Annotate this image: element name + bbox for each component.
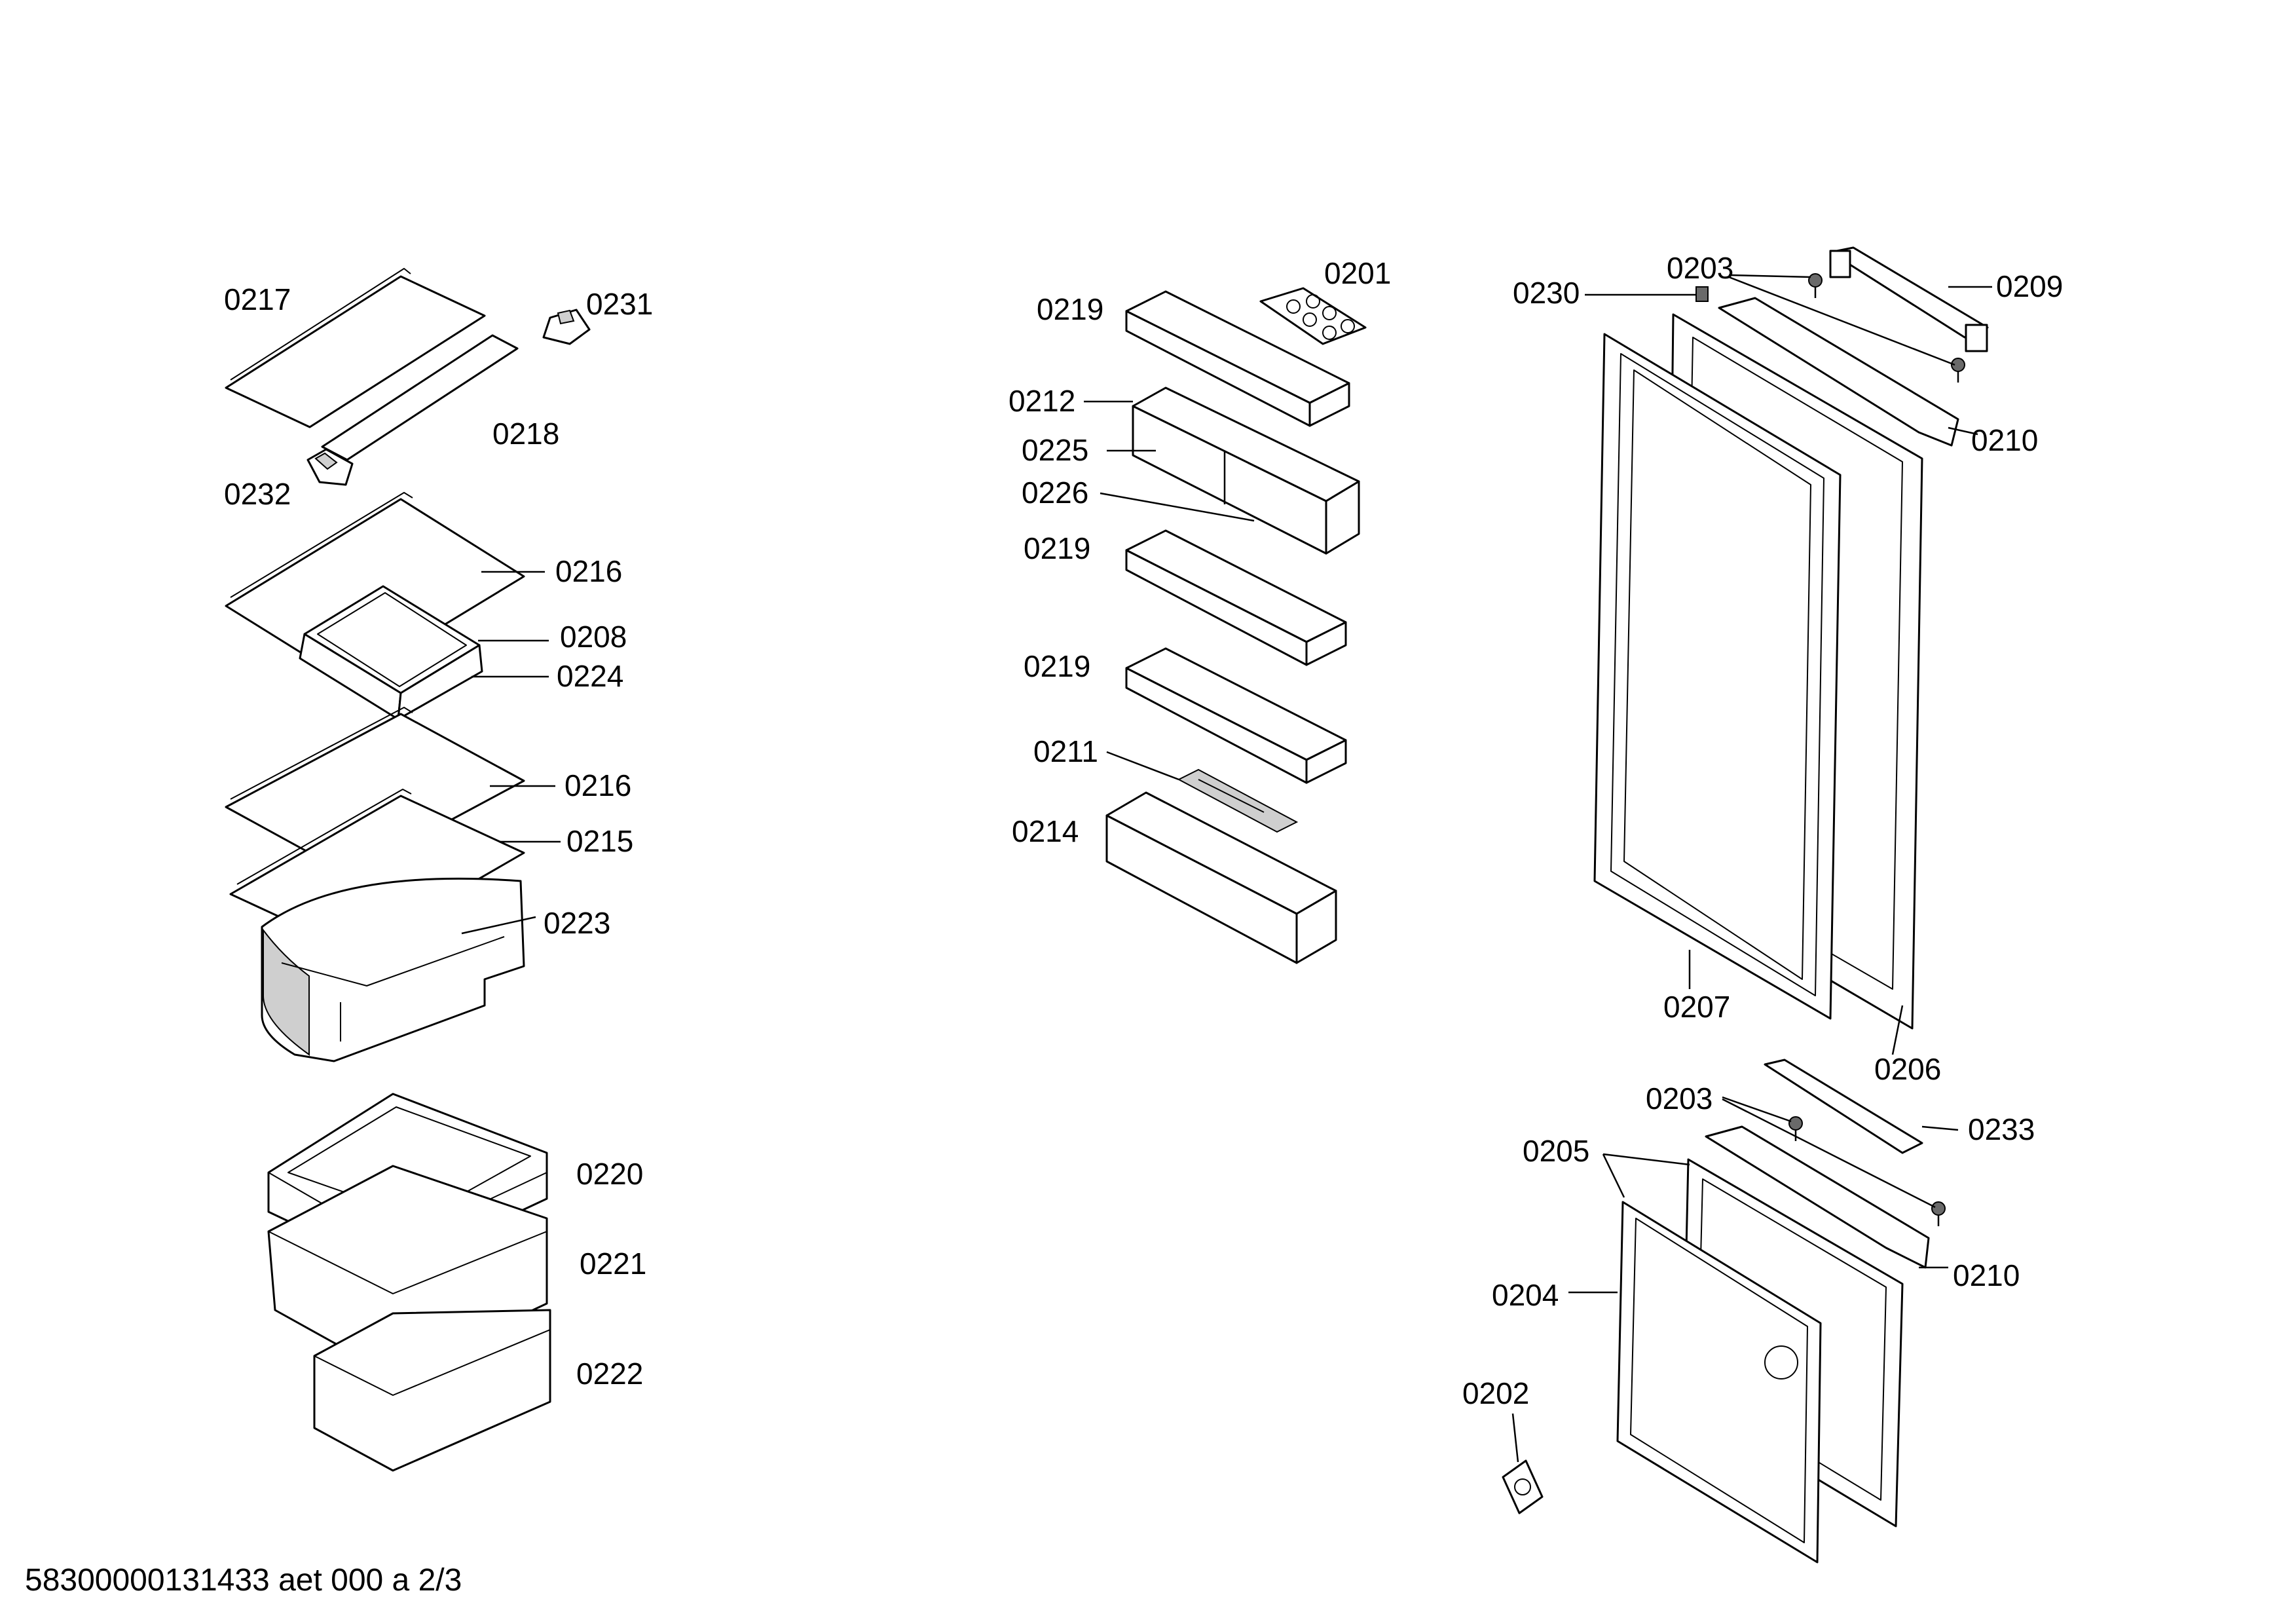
label-0203-top: 0203 xyxy=(1667,251,1733,285)
door-shelf-1 xyxy=(1125,290,1350,427)
label-0232: 0232 xyxy=(224,477,291,511)
label-0233: 0233 xyxy=(1968,1112,2035,1146)
hinge-cover-top xyxy=(1829,246,1989,352)
label-0230: 0230 xyxy=(1513,276,1580,310)
label-0214: 0214 xyxy=(1012,814,1079,848)
bottle-shelf xyxy=(1105,791,1337,964)
label-0209: 0209 xyxy=(1996,269,2063,303)
leader-lines xyxy=(461,274,1992,1463)
door-shelf-covered xyxy=(1132,386,1360,555)
label-0208: 0208 xyxy=(560,620,627,654)
hinge-bracket-bottom xyxy=(1705,1125,1930,1269)
label-0219-lower: 0219 xyxy=(1024,649,1090,683)
label-0205: 0205 xyxy=(1523,1134,1589,1168)
label-0202: 0202 xyxy=(1462,1376,1529,1410)
label-0222: 0222 xyxy=(576,1357,643,1391)
small-plate xyxy=(1502,1459,1544,1514)
label-0231: 0231 xyxy=(586,287,653,321)
fridge-door-gasket xyxy=(1593,333,1842,1020)
label-0215: 0215 xyxy=(566,824,633,858)
screw-top xyxy=(1695,273,1965,383)
label-0212: 0212 xyxy=(1009,384,1075,418)
label-0210-bottom: 0210 xyxy=(1953,1258,2020,1292)
label-0221: 0221 xyxy=(580,1247,646,1281)
egg-tray-insert xyxy=(299,585,483,721)
label-0206: 0206 xyxy=(1874,1052,1941,1086)
label-0203-bottom: 0203 xyxy=(1646,1081,1713,1116)
label-0207: 0207 xyxy=(1663,990,1730,1024)
door-shelf-2 xyxy=(1125,529,1347,666)
screw-bottom xyxy=(1788,1116,1946,1226)
label-0219-middle: 0219 xyxy=(1024,531,1090,565)
part-labels: 0217 0231 0218 0232 0216 0208 0224 0216 … xyxy=(25,251,2063,1598)
label-0220: 0220 xyxy=(576,1157,643,1191)
shelf-bracket-left xyxy=(306,448,354,486)
hinge-bracket-top xyxy=(1718,297,1959,447)
freezer-door-gasket xyxy=(1616,1201,1822,1564)
label-0217: 0217 xyxy=(224,282,291,316)
label-0223: 0223 xyxy=(544,906,610,940)
shelf-bracket-right xyxy=(542,309,591,345)
egg-tray xyxy=(1259,287,1367,345)
label-0218: 0218 xyxy=(492,417,559,451)
bottle-retainer xyxy=(1177,768,1299,833)
label-0224: 0224 xyxy=(557,659,623,693)
freezer-drawer-3 xyxy=(313,1309,551,1472)
label-0211: 0211 xyxy=(1033,734,1098,768)
label-0201: 0201 xyxy=(1324,256,1391,290)
hinge-cover-bottom xyxy=(1764,1059,1923,1154)
document-id: 58300000131433 aet 000 a 2/3 xyxy=(25,1563,462,1598)
glass-shelf-top xyxy=(225,268,519,461)
label-0210-top: 0210 xyxy=(1971,423,2038,457)
label-0225: 0225 xyxy=(1022,433,1088,467)
label-0216-upper: 0216 xyxy=(555,554,622,588)
door-shelf-3 xyxy=(1125,647,1347,784)
label-0216-lower: 0216 xyxy=(565,768,631,802)
crisper-drawer xyxy=(261,877,525,1062)
label-0204: 0204 xyxy=(1492,1278,1559,1312)
label-0226: 0226 xyxy=(1022,476,1088,510)
label-0219-top: 0219 xyxy=(1037,292,1103,326)
